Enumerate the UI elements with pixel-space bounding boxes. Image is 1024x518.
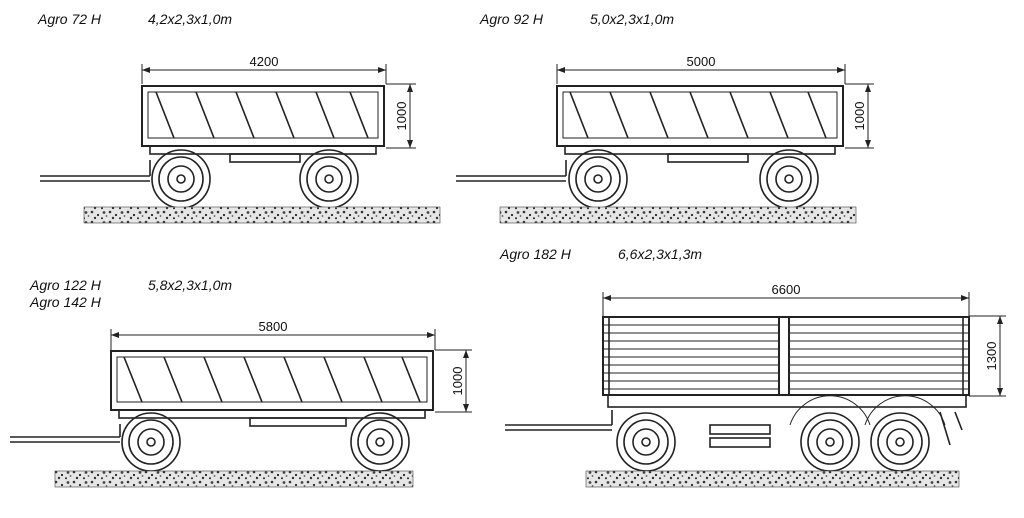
chassis xyxy=(456,145,836,182)
wheel-rear-1 xyxy=(800,412,860,472)
cargo-body xyxy=(141,85,385,147)
wheel-front xyxy=(616,412,676,472)
wheel-front xyxy=(151,149,211,209)
wheel-rear-2 xyxy=(870,412,930,472)
ground-strip xyxy=(54,470,414,488)
model-label: Agro 92 H xyxy=(479,11,544,27)
height-dimension-line xyxy=(969,315,1006,397)
length-dimension-line xyxy=(110,329,436,350)
ground-strip xyxy=(499,206,857,224)
model-label: Agro 72 H xyxy=(37,11,102,27)
length-dimension-line xyxy=(556,64,846,84)
dimensions-label: 4,2x2,3x1,0m xyxy=(148,11,232,27)
length-dimension-line xyxy=(141,64,387,84)
cargo-body xyxy=(556,85,844,147)
model-label-secondary: Agro 142 H xyxy=(29,294,102,310)
wheel-rear xyxy=(299,149,359,209)
cargo-body xyxy=(110,350,434,411)
height-label: 1000 xyxy=(852,102,867,131)
height-label: 1000 xyxy=(450,367,465,396)
trailer-agro-92: Agro 92 H 5,0x2,3x1,0m 5000 1000 xyxy=(456,11,874,224)
trailer-agro-122: Agro 122 H Agro 142 H 5,8x2,3x1,0m 5800 … xyxy=(10,277,472,488)
cargo-body xyxy=(602,316,970,396)
wheel-rear xyxy=(759,149,819,209)
model-label: Agro 122 H xyxy=(29,277,102,293)
length-label: 5000 xyxy=(687,54,716,69)
length-dimension-line xyxy=(602,292,970,316)
length-label: 6600 xyxy=(772,282,801,297)
wheel-rear xyxy=(350,412,410,472)
height-label: 1300 xyxy=(984,342,999,371)
wheel-front xyxy=(121,412,181,472)
length-label: 4200 xyxy=(250,54,279,69)
trailer-agro-72: Agro 72 H 4,2x2,3x1,0m 4200 1000 xyxy=(37,11,441,224)
height-label: 1000 xyxy=(394,102,409,131)
chassis xyxy=(10,409,426,443)
model-label: Agro 182 H xyxy=(499,246,572,262)
dimensions-label: 5,8x2,3x1,0m xyxy=(148,277,232,293)
height-dimension-line xyxy=(435,349,472,413)
ground-strip xyxy=(585,470,960,488)
height-dimension-line xyxy=(386,83,416,149)
length-label: 5800 xyxy=(259,319,288,334)
dimensions-label: 6,6x2,3x1,3m xyxy=(618,246,702,262)
chassis xyxy=(505,394,967,448)
chassis xyxy=(40,145,377,182)
height-dimension-line xyxy=(845,83,874,149)
ground-strip xyxy=(83,206,441,224)
dimensions-label: 5,0x2,3x1,0m xyxy=(590,11,674,27)
wheel-front xyxy=(568,149,628,209)
trailer-agro-182: Agro 182 H 6,6x2,3x1,3m 6600 1300 xyxy=(499,246,1006,488)
